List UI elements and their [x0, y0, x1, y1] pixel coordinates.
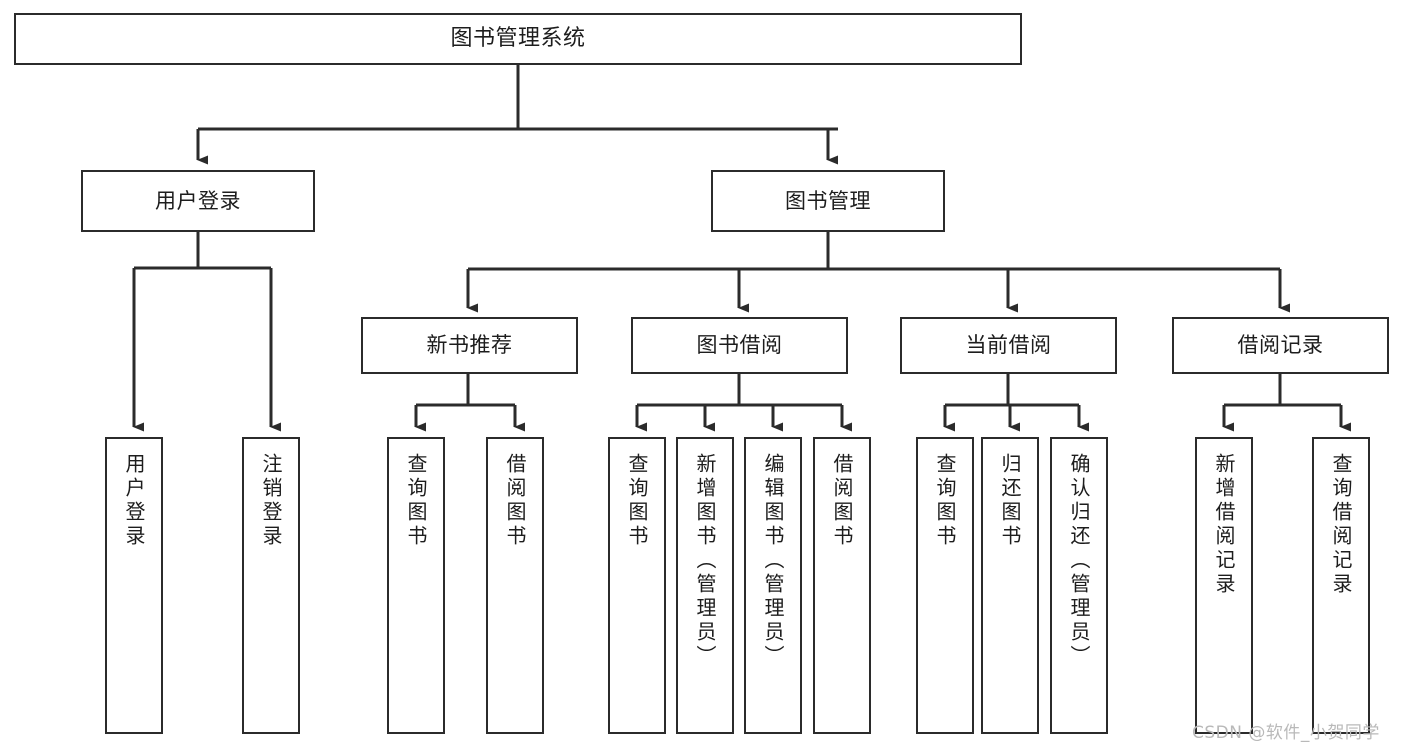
leaf-record-add-label: 新增借阅记录	[1212, 453, 1236, 597]
leaf-recommend-borrow-book-label: 借阅图书	[503, 453, 527, 549]
node-new-book-recommend-label: 新书推荐	[426, 333, 513, 358]
leaf-borrow-edit-book-admin-label: 编辑图书（管理员）	[761, 453, 785, 669]
node-book-manage[interactable]: 图书管理	[711, 170, 945, 232]
node-user-login-label: 用户登录	[155, 188, 241, 213]
leaf-current-return-book[interactable]: 归还图书	[981, 437, 1039, 734]
leaf-current-confirm-return-admin[interactable]: 确认归还（管理员）	[1050, 437, 1108, 734]
node-root[interactable]: 图书管理系统	[14, 13, 1022, 65]
node-root-label: 图书管理系统	[450, 26, 586, 52]
leaf-borrow-add-book-admin[interactable]: 新增图书（管理员）	[676, 437, 734, 734]
node-book-borrow-label: 图书借阅	[696, 333, 783, 358]
leaf-borrow-add-book-admin-label: 新增图书（管理员）	[693, 453, 717, 669]
leaf-user-login[interactable]: 用户登录	[105, 437, 163, 734]
node-borrow-record[interactable]: 借阅记录	[1172, 317, 1389, 374]
leaf-borrow-lend-book[interactable]: 借阅图书	[813, 437, 871, 734]
leaf-current-query-book[interactable]: 查询图书	[916, 437, 974, 734]
node-new-book-recommend[interactable]: 新书推荐	[361, 317, 578, 374]
leaf-record-query-label: 查询借阅记录	[1329, 453, 1353, 597]
leaf-borrow-edit-book-admin[interactable]: 编辑图书（管理员）	[744, 437, 802, 734]
node-book-manage-label: 图书管理	[785, 188, 871, 213]
leaf-current-query-book-label: 查询图书	[933, 453, 957, 549]
leaf-borrow-query-book-label: 查询图书	[625, 453, 649, 549]
leaf-recommend-query-book-label: 查询图书	[404, 453, 428, 549]
leaf-user-logout[interactable]: 注销登录	[242, 437, 300, 734]
leaf-user-logout-label: 注销登录	[259, 453, 283, 549]
leaf-user-login-label: 用户登录	[122, 453, 146, 549]
node-user-login[interactable]: 用户登录	[81, 170, 315, 232]
leaf-current-return-book-label: 归还图书	[998, 453, 1022, 549]
leaf-record-add[interactable]: 新增借阅记录	[1195, 437, 1253, 734]
node-borrow-record-label: 借阅记录	[1237, 333, 1324, 358]
leaf-recommend-borrow-book[interactable]: 借阅图书	[486, 437, 544, 734]
node-current-borrow-label: 当前借阅	[965, 333, 1052, 358]
csdn-watermark: CSDN @软件_小贺同学	[1192, 723, 1380, 743]
leaf-borrow-query-book[interactable]: 查询图书	[608, 437, 666, 734]
node-book-borrow[interactable]: 图书借阅	[631, 317, 848, 374]
leaf-recommend-query-book[interactable]: 查询图书	[387, 437, 445, 734]
leaf-current-confirm-return-admin-label: 确认归还（管理员）	[1067, 453, 1091, 669]
node-current-borrow[interactable]: 当前借阅	[900, 317, 1117, 374]
leaf-borrow-lend-book-label: 借阅图书	[830, 453, 854, 549]
leaf-record-query[interactable]: 查询借阅记录	[1312, 437, 1370, 734]
